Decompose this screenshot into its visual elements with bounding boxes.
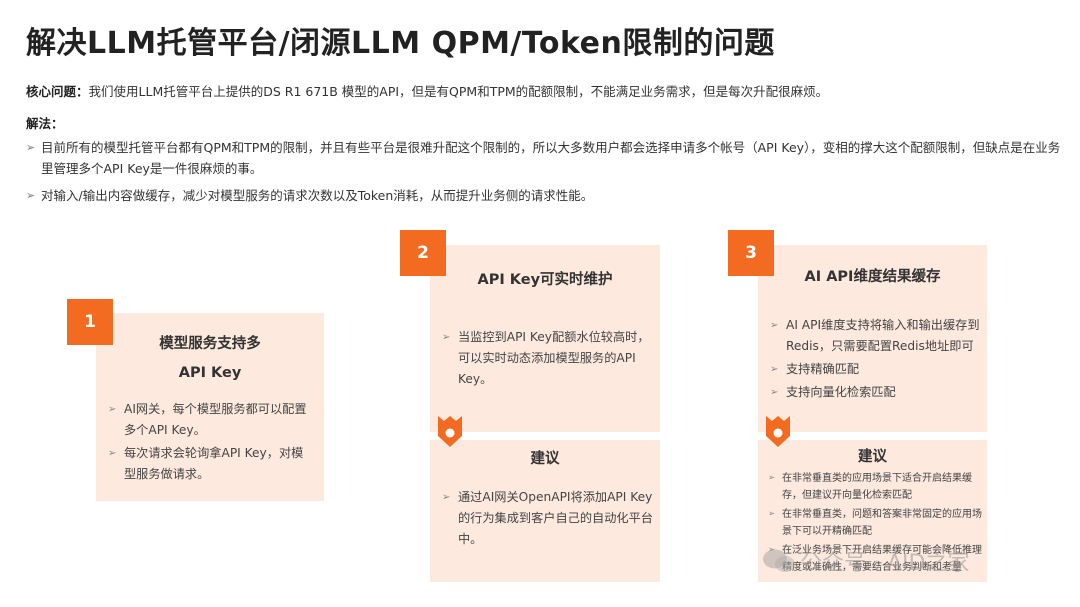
card-3-top-panel: AI API维度结果缓存 ➢ AI API维度支持将输入和输出缓存到Redis，只… bbox=[758, 245, 987, 432]
card-1-badge: 1 bbox=[67, 299, 113, 345]
list-item: ➢ 支持精确匹配 bbox=[770, 359, 982, 380]
card-1-title-line2: API Key bbox=[178, 365, 242, 381]
list-item-text: 通过AI网关OpenAPI将添加API Key的行为集成到客户自己的自动化平台中… bbox=[458, 490, 653, 546]
arrow-bullet-icon: ➢ bbox=[770, 320, 779, 331]
watermark: 公众号 · AID之家 bbox=[800, 551, 970, 576]
page-title: 解决LLM托管平台/闭源LLM QPM/Token限制的问题 bbox=[26, 26, 775, 61]
list-item-text: 每次请求会轮询拿API Key，对模型服务做请求。 bbox=[124, 446, 304, 481]
list-item-text: 在非常垂直类，问题和答案非常固定的应用场景下可以开精确匹配 bbox=[782, 509, 982, 537]
arrow-bullet-icon: ➢ bbox=[108, 404, 117, 415]
solution-bullet-text: 对输入/输出内容做缓存，减少对模型服务的请求次数以及Token消耗，从而提升业务… bbox=[41, 188, 594, 203]
arrow-bullet-icon: ➢ bbox=[442, 332, 451, 343]
card-3-badge: 3 bbox=[728, 230, 774, 276]
list-item: ➢ 每次请求会轮询拿API Key，对模型服务做请求。 bbox=[108, 443, 313, 485]
arrow-bullet-icon: ➢ bbox=[768, 509, 776, 519]
solution-bullet-text: 目前所有的模型托管平台都有QPM和TPM的限制，并且有些平台是很难升配这个限制的… bbox=[41, 140, 1061, 176]
card-2-suggest-title: 建议 bbox=[530, 451, 560, 467]
solution-label: 解法： bbox=[26, 113, 1061, 134]
list-item: ➢ 在非常垂直类，问题和答案非常固定的应用场景下可以开精确匹配 bbox=[768, 506, 982, 540]
shield-icon bbox=[438, 416, 462, 447]
list-item: ➢ AI网关，每个模型服务都可以配置多个API Key。 bbox=[108, 399, 313, 441]
core-problem-label: 核心问题： bbox=[26, 84, 89, 99]
card-3-list: ➢ AI API维度支持将输入和输出缓存到Redis，只需要配置Redis地址即可… bbox=[770, 315, 982, 405]
card-3-suggest-title: 建议 bbox=[858, 449, 887, 465]
arrow-bullet-icon: ➢ bbox=[770, 387, 779, 398]
card-3-suggest-list: ➢ 在非常垂直类的应用场景下适合开启结果缓存，但建议开向量化检索匹配 ➢ 在非常垂直… bbox=[768, 470, 982, 578]
core-problem-text: 我们使用LLM托管平台上提供的DS R1 671B 模型的API，但是有QPM和… bbox=[88, 84, 829, 99]
wechat-icon bbox=[763, 549, 795, 572]
arrow-bullet-icon: ➢ bbox=[108, 448, 117, 459]
list-item-text: 支持精确匹配 bbox=[786, 362, 860, 376]
list-item: ➢ 在非常垂直类的应用场景下适合开启结果缓存，但建议开向量化检索匹配 bbox=[768, 470, 982, 504]
list-item-text: 在泛业务场景下开启结果缓存可能会降低推理精度或准确性，需要结合业务判断和考量 bbox=[782, 545, 982, 573]
arrow-bullet-icon: ➢ bbox=[442, 492, 451, 503]
arrow-bullet-icon: ➢ bbox=[26, 141, 36, 154]
list-item: ➢ AI API维度支持将输入和输出缓存到Redis，只需要配置Redis地址即可 bbox=[770, 315, 982, 357]
list-item: ➢ 支持向量化检索匹配 bbox=[770, 382, 982, 403]
list-item-text: 在非常垂直类的应用场景下适合开启结果缓存，但建议开向量化检索匹配 bbox=[782, 473, 972, 501]
card-1-title: 模型服务支持多 API Key bbox=[96, 331, 324, 386]
shield-icon bbox=[766, 416, 790, 447]
card-2-list: ➢ 当监控到API Key配额水位较高时，可以实时动态添加模型服务的API Key… bbox=[442, 327, 654, 392]
card-2-top-panel: API Key可实时维护 ➢ 当监控到API Key配额水位较高时，可以实时动态添… bbox=[430, 245, 660, 432]
solution-bullet: ➢ 对输入/输出内容做缓存，减少对模型服务的请求次数以及Token消耗，从而提升… bbox=[26, 185, 1061, 206]
arrow-bullet-icon: ➢ bbox=[770, 364, 779, 375]
card-3-suggest-panel: 建议 ➢ 在非常垂直类的应用场景下适合开启结果缓存，但建议开向量化检索匹配 ➢ 在非… bbox=[758, 440, 987, 582]
list-item: ➢ 当监控到API Key配额水位较高时，可以实时动态添加模型服务的API Key… bbox=[442, 327, 654, 390]
card-2-title: API Key可实时维护 bbox=[477, 272, 613, 288]
core-problem: 核心问题：我们使用LLM托管平台上提供的DS R1 671B 模型的API，但是… bbox=[26, 81, 1061, 102]
arrow-bullet-icon: ➢ bbox=[768, 473, 776, 483]
card-1-title-line1: 模型服务支持多 bbox=[159, 336, 261, 352]
list-item: ➢ 通过AI网关OpenAPI将添加API Key的行为集成到客户自己的自动化平台… bbox=[442, 487, 654, 550]
list-item-text: 支持向量化检索匹配 bbox=[786, 385, 896, 399]
arrow-bullet-icon: ➢ bbox=[26, 189, 36, 202]
list-item: ➢ 在泛业务场景下开启结果缓存可能会降低推理精度或准确性，需要结合业务判断和考量 bbox=[768, 542, 982, 576]
list-item-text: AI API维度支持将输入和输出缓存到Redis，只需要配置Redis地址即可 bbox=[786, 318, 980, 353]
card-2-suggest-panel: 建议 ➢ 通过AI网关OpenAPI将添加API Key的行为集成到客户自己的自动… bbox=[430, 440, 660, 582]
card-1-panel: 模型服务支持多 API Key ➢ AI网关，每个模型服务都可以配置多个API K… bbox=[96, 313, 324, 501]
arrow-bullet-icon: ➢ bbox=[768, 542, 775, 559]
card-2-suggest-list: ➢ 通过AI网关OpenAPI将添加API Key的行为集成到客户自己的自动化平台… bbox=[442, 487, 654, 552]
card-3-title: AI API维度结果缓存 bbox=[804, 269, 941, 285]
solution-label-text: 解法： bbox=[26, 116, 64, 131]
card-2-badge: 2 bbox=[400, 230, 446, 276]
card-1-list: ➢ AI网关，每个模型服务都可以配置多个API Key。 ➢ 每次请求会轮询拿API… bbox=[108, 399, 313, 487]
list-item-text: AI网关，每个模型服务都可以配置多个API Key。 bbox=[124, 402, 307, 437]
solution-bullet: ➢ 目前所有的模型托管平台都有QPM和TPM的限制，并且有些平台是很难升配这个限… bbox=[26, 137, 1061, 179]
list-item-text: 当监控到API Key配额水位较高时，可以实时动态添加模型服务的API Key。 bbox=[458, 330, 650, 386]
